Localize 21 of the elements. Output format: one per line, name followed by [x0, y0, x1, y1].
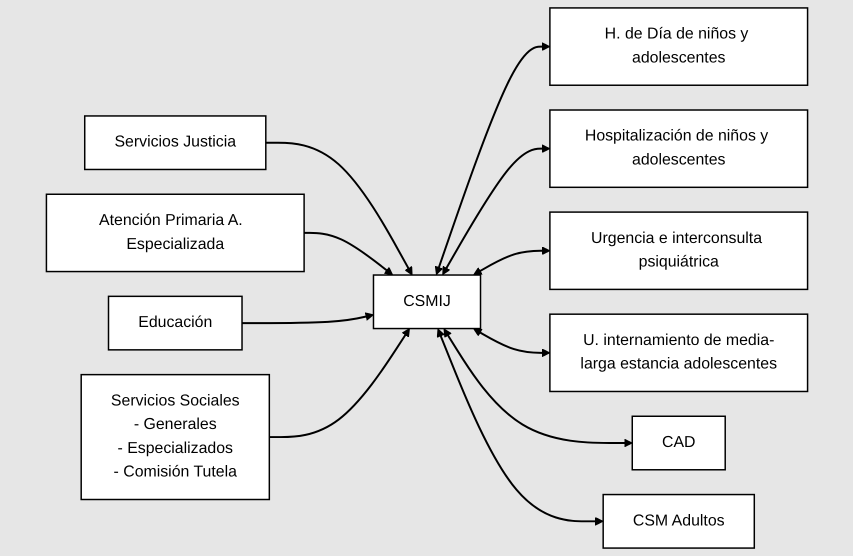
arrow: [265, 142, 412, 276]
node-box: Educación: [107, 296, 242, 351]
arrow: [268, 328, 410, 438]
node-box: U. internamiento de media-larga estancia adolescentes: [548, 313, 808, 392]
arrow: [472, 328, 550, 358]
arrow: [472, 246, 550, 276]
arrow: [436, 328, 604, 526]
arrow: [242, 312, 374, 324]
node-box: Atención Primaria A. Especializada: [45, 194, 304, 272]
node-box: Urgencia e interconsulta psiquiátrica: [548, 211, 808, 290]
node-box: CSM Adultos: [602, 494, 755, 549]
node-box: Servicios Sociales - Generales - Especializados - Comisión Tutela: [80, 374, 270, 500]
node-box: CSMIJ: [372, 274, 481, 330]
node-box: Servicios Justicia: [83, 115, 266, 170]
node-box: CAD: [631, 416, 726, 471]
arrow: [442, 144, 550, 276]
node-box: H. de Día de niños y adolescentes: [548, 7, 808, 86]
arrow: [434, 42, 550, 276]
arrow: [304, 232, 393, 276]
node-box: Hospitalización de niños y adolescentes: [548, 109, 808, 188]
arrow: [443, 328, 632, 448]
